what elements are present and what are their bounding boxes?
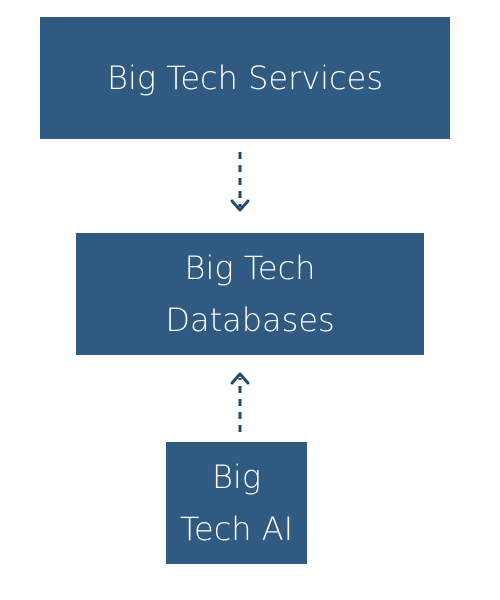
arrowhead-down-icon: [230, 199, 250, 212]
edge-ai-to-databases: [230, 372, 250, 432]
node-label-ai: Big Tech AI: [179, 458, 294, 548]
node-big-tech-databases: Big Tech Databases: [76, 233, 424, 355]
arrowhead-up-icon: [230, 372, 250, 385]
edge-services-to-databases: [230, 152, 250, 212]
node-label-databases: Big Tech Databases: [165, 249, 335, 339]
node-label-services: Big Tech Services: [107, 59, 383, 97]
node-big-tech-services: Big Tech Services: [40, 17, 450, 139]
node-big-tech-ai: Big Tech AI: [166, 442, 307, 564]
